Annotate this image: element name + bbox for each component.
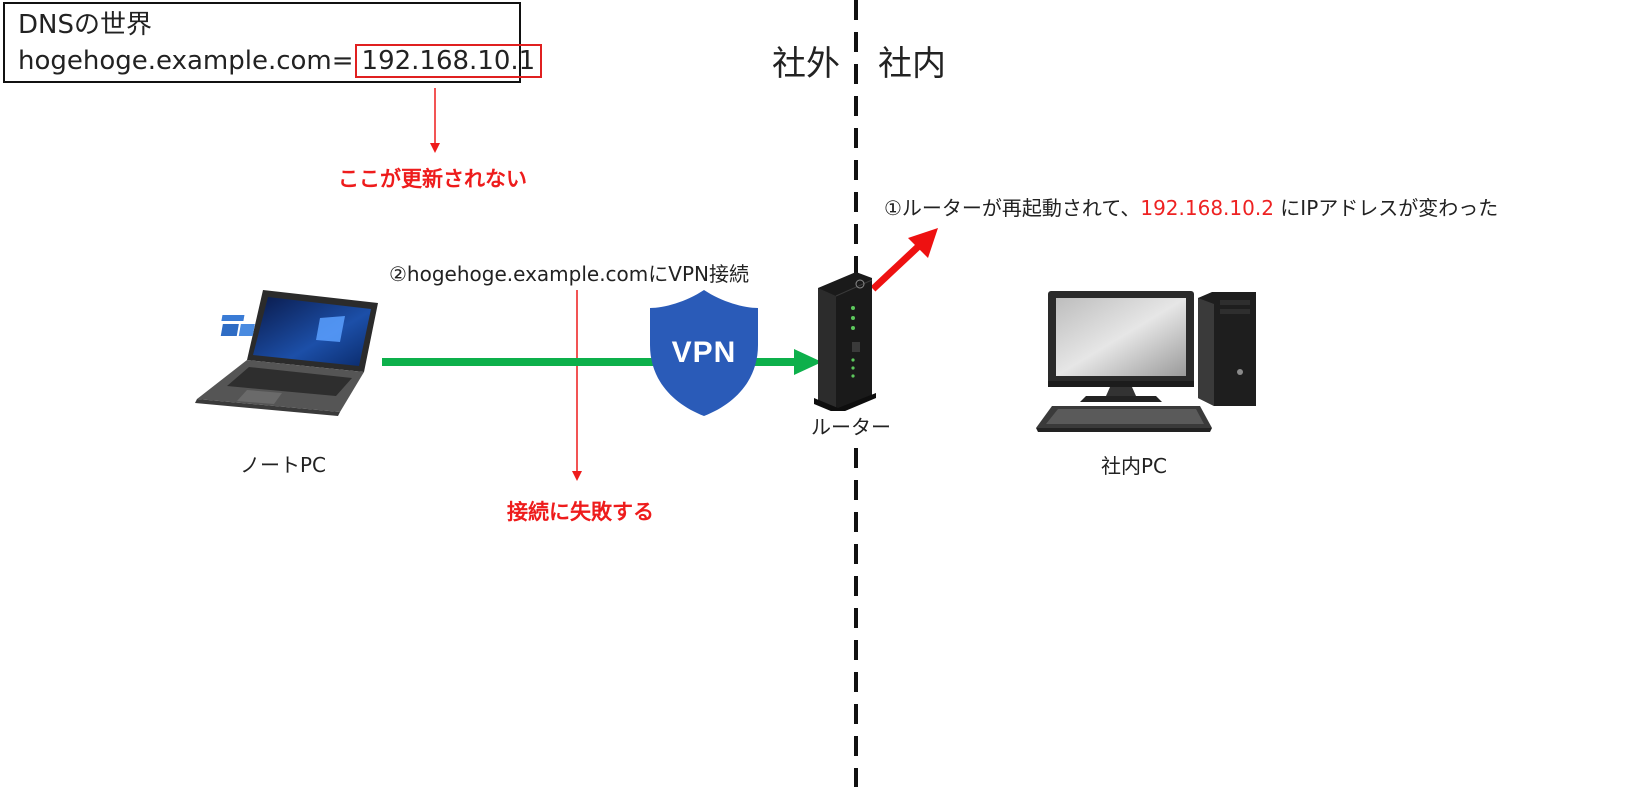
vpn-connection-arrow bbox=[382, 349, 822, 375]
office-pc-label: 社内PC bbox=[1101, 454, 1168, 478]
connect-fail-note: 接続に失敗する bbox=[507, 500, 654, 524]
dns-title: DNSの世界 bbox=[18, 10, 152, 40]
vpn-step-label: ②hogehoge.example.comにVPN接続 bbox=[389, 262, 749, 286]
router-restart-message: ①ルーターが再起動されて、192.168.10.2 にIPアドレスが変わった bbox=[884, 192, 1498, 221]
router-icon bbox=[814, 272, 876, 414]
dns-record-ip: 192.168.10.1 bbox=[354, 44, 543, 78]
vpn-badge-label: VPN bbox=[671, 336, 737, 369]
router-restart-suffix: にIPアドレスが変わった bbox=[1273, 196, 1499, 220]
dns-not-updated-arrow bbox=[430, 88, 440, 153]
desktop-pc-icon bbox=[1036, 291, 1256, 432]
laptop-label: ノートPC bbox=[240, 453, 327, 477]
router-label: ルーター bbox=[811, 411, 891, 440]
vpn-fail-arrow bbox=[572, 290, 582, 481]
laptop-icon bbox=[195, 290, 378, 416]
zone-label-outside: 社外 bbox=[772, 44, 840, 84]
dns-record: hogehoge.example.com=192.168.10.1 bbox=[18, 44, 543, 78]
dns-panel bbox=[3, 2, 521, 83]
router-new-ip: 192.168.10.2 bbox=[1140, 196, 1274, 220]
dns-record-host: hogehoge.example.com= bbox=[18, 46, 354, 76]
router-restart-prefix: ①ルーターが再起動されて、 bbox=[884, 196, 1141, 220]
not-updated-note: ここが更新されない bbox=[338, 167, 527, 191]
vpn-shield-icon bbox=[650, 290, 758, 416]
ip-changed-arrow bbox=[870, 228, 938, 292]
zone-label-inside: 社内 bbox=[878, 44, 946, 84]
